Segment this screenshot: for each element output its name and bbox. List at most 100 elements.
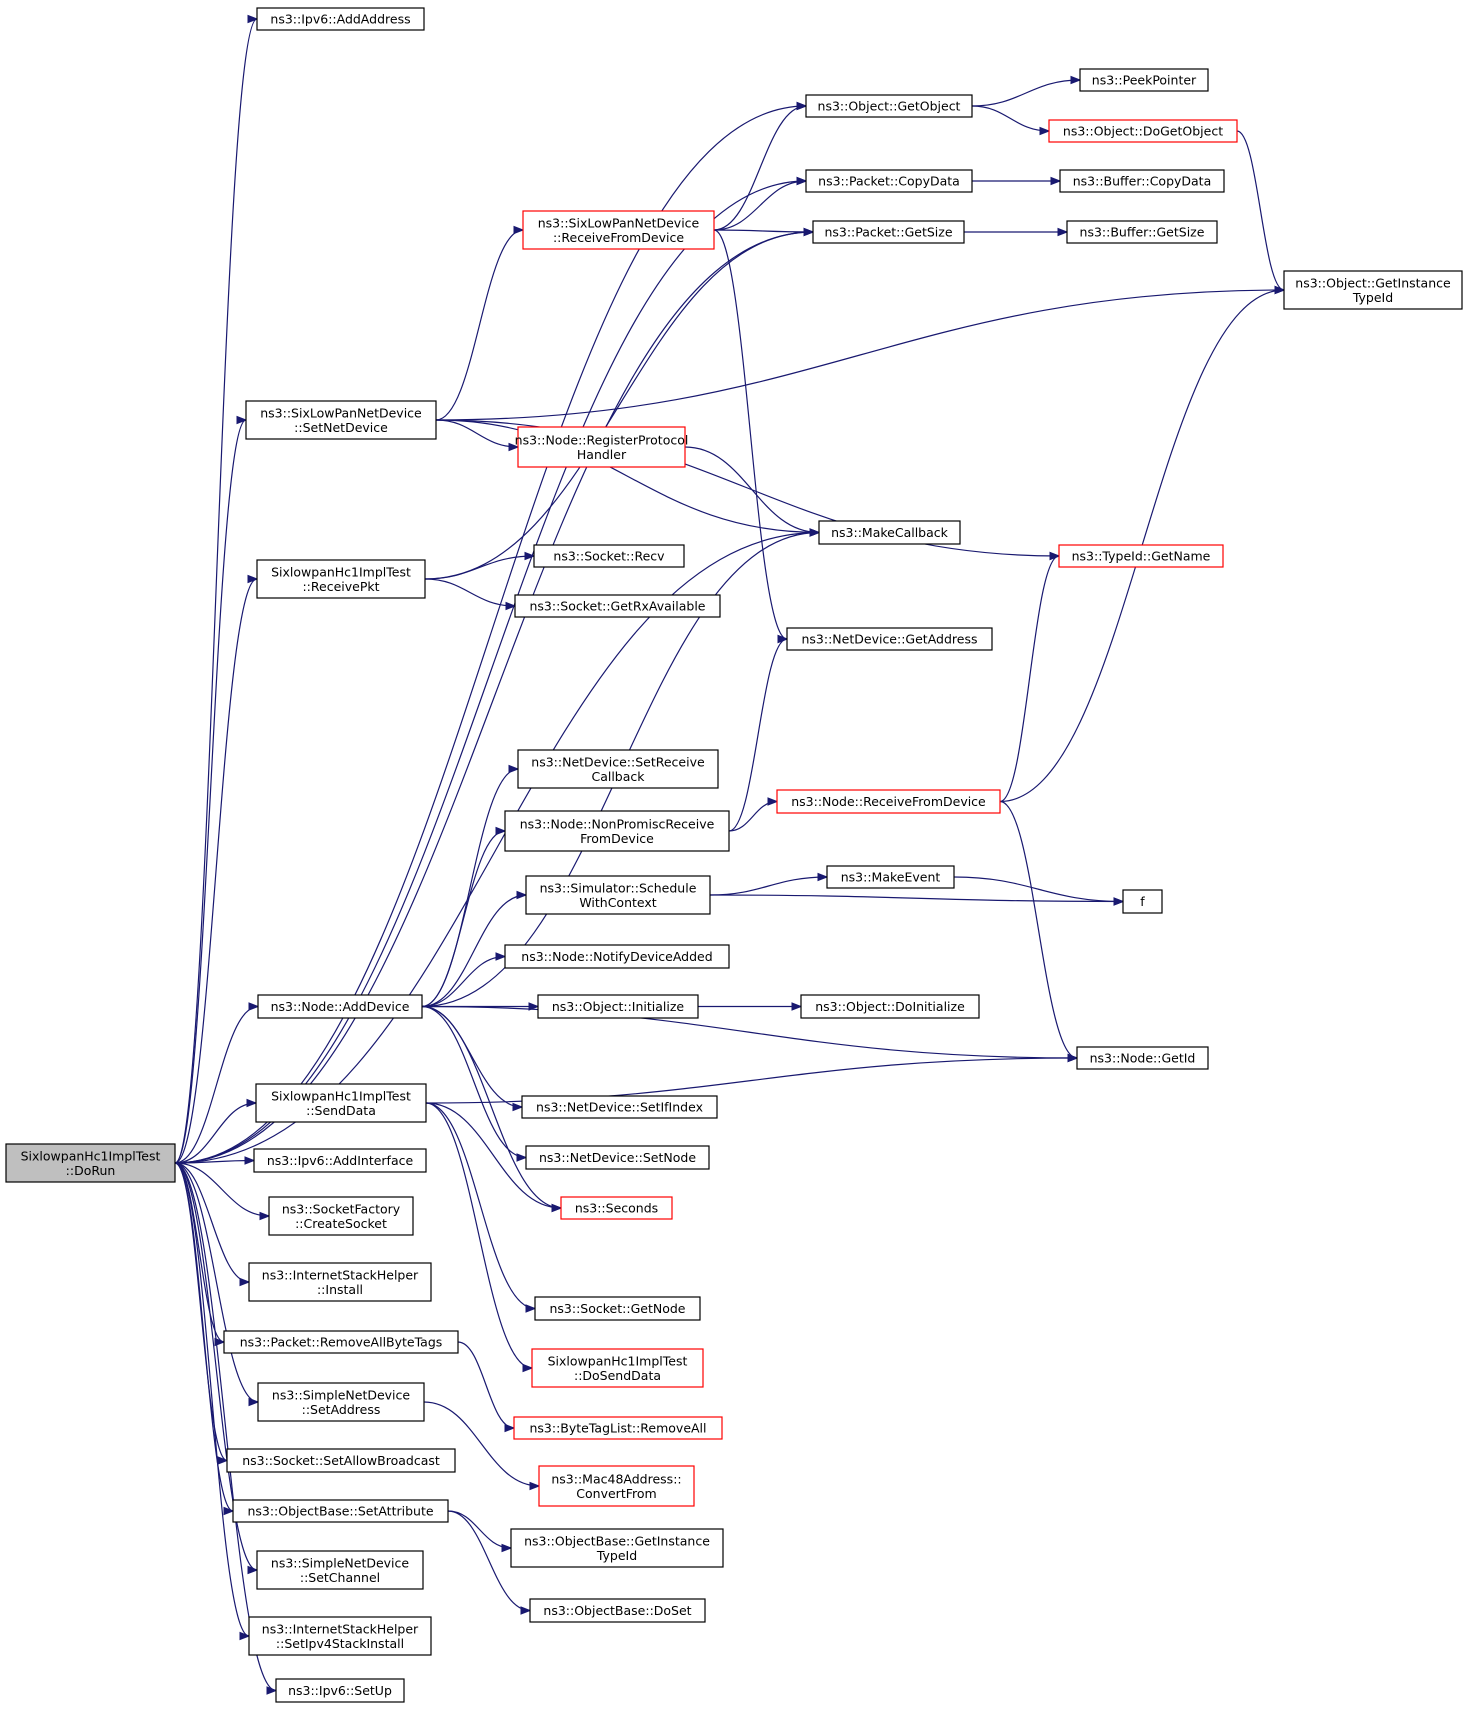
edge-line (435, 419, 519, 448)
node-buffer-getsize[interactable]: ns3::Buffer::GetSize (1066, 220, 1218, 244)
edge-object-initialize-to-object-doinitialize (697, 1002, 803, 1011)
node-receivepkt[interactable]: SixlowpanHc1ImplTest::ReceivePkt (256, 559, 426, 599)
node-simplenetdevice-setaddress[interactable]: ns3::SimpleNetDevice::SetAddress (257, 1382, 425, 1422)
arrowhead (817, 872, 829, 882)
node-peekpointer[interactable]: ns3::PeekPointer (1079, 68, 1209, 92)
edge-line (424, 555, 535, 580)
node-internetstackhelper-setipv4stackinstall[interactable]: ns3::InternetStackHelper::SetIpv4StackIn… (248, 1616, 432, 1656)
node-socketfactory-createsocket[interactable]: ns3::SocketFactory::CreateSocket (268, 1196, 414, 1236)
node-label: SixlowpanHc1ImplTest (21, 1148, 161, 1163)
arrowhead (244, 1156, 256, 1165)
node-box (257, 994, 423, 1019)
node-senddata[interactable]: SixlowpanHc1ImplTest::SendData (255, 1083, 427, 1123)
node-seconds[interactable]: ns3::Seconds (560, 1196, 673, 1220)
node-objectbase-setattribute[interactable]: ns3::ObjectBase::SetAttribute (232, 1499, 449, 1523)
arrowhead (1113, 897, 1125, 906)
node-box (818, 520, 961, 545)
node-node-adddevice[interactable]: ns3::Node::AddDevice (257, 994, 423, 1019)
node-node-getid[interactable]: ns3::Node::GetId (1076, 1046, 1209, 1070)
node-ipv6-addinterface[interactable]: ns3::Ipv6::AddInterface (253, 1148, 427, 1173)
node-object-getobject[interactable]: ns3::Object::GetObject (805, 94, 973, 118)
node-socket-getrxavailable[interactable]: ns3::Socket::GetRxAvailable (514, 594, 721, 618)
arrowhead (520, 1606, 532, 1615)
node-label: ::SetNetDevice (294, 420, 388, 435)
edge-line (435, 229, 524, 421)
arrowhead (522, 1363, 534, 1373)
edge-node-adddevice-to-netdevice-setreceivecallback (421, 764, 520, 1008)
node-label: ns3::Buffer::CopyData (1073, 174, 1212, 189)
node-ipv6-setup[interactable]: ns3::Ipv6::SetUp (275, 1678, 405, 1703)
arrowhead (247, 574, 259, 584)
node-objectbase-doset[interactable]: ns3::ObjectBase::DoSet (529, 1598, 706, 1623)
node-buffer-copydata[interactable]: ns3::Buffer::CopyData (1059, 169, 1225, 193)
arrowhead (495, 826, 507, 836)
node-ipv6-addaddress[interactable]: ns3::Ipv6::AddAddress (256, 7, 425, 31)
node-box (525, 875, 711, 915)
edge-dorun-to-internetstackhelper-install (174, 1162, 251, 1287)
node-label: ::ReceiveFromDevice (553, 230, 684, 245)
edge-sixlowpan-receivefromdevice-to-packet-copydata (713, 176, 808, 231)
node-packet-getsize[interactable]: ns3::Packet::GetSize (812, 220, 965, 244)
node-mac48address-convertfrom[interactable]: ns3::Mac48Address::ConvertFrom (538, 1465, 695, 1507)
node-bytetaglist-removeall[interactable]: ns3::ByteTagList::RemoveAll (513, 1416, 723, 1440)
node-simplenetdevice-setchannel[interactable]: ns3::SimpleNetDevice::SetChannel (256, 1550, 424, 1590)
node-sixlowpan-setnetdevice[interactable]: ns3::SixLowPanNetDevice::SetNetDevice (245, 400, 437, 440)
node-dorun[interactable]: SixlowpanHc1ImplTest::DoRun (5, 1143, 176, 1183)
node-internetstackhelper-install[interactable]: ns3::InternetStackHelper::Install (248, 1262, 432, 1302)
node-socket-recv[interactable]: ns3::Socket::Recv (533, 544, 685, 568)
node-box (1079, 68, 1209, 92)
edge-line (421, 1005, 523, 1108)
node-label: ns3::ByteTagList::RemoveAll (529, 1421, 706, 1436)
node-makecallback[interactable]: ns3::MakeCallback (818, 520, 961, 545)
edge-object-getobject-to-peekpointer (971, 75, 1082, 107)
node-netdevice-setifindex[interactable]: ns3::NetDevice::SetIfIndex (521, 1095, 718, 1119)
edge-line (174, 1162, 258, 1571)
node-object-initialize[interactable]: ns3::Object::Initialize (537, 994, 699, 1019)
node-box (517, 749, 719, 789)
edge-line (174, 1162, 234, 1512)
node-object-dogetobject[interactable]: ns3::Object::DoGetObject (1048, 119, 1238, 143)
arrowhead (777, 634, 789, 644)
node-label: TypeId (596, 1548, 637, 1563)
node-box (510, 1528, 724, 1568)
edge-line (421, 768, 519, 1008)
node-node-notifydeviceadded[interactable]: ns3::Node::NotifyDeviceAdded (504, 944, 730, 969)
node-box (223, 1330, 459, 1354)
node-socket-setallowbroadcast[interactable]: ns3::Socket::SetAllowBroadcast (226, 1448, 456, 1473)
node-dosenddata[interactable]: SixlowpanHc1ImplTest::DoSendData (531, 1348, 704, 1388)
edge-node-adddevice-to-simulator-schedulewithcontext (421, 890, 528, 1008)
edge-dorun-to-senddata (174, 1098, 258, 1164)
node-packet-copydata[interactable]: ns3::Packet::CopyData (805, 169, 973, 193)
node-box (248, 1262, 432, 1302)
arrowhead (513, 225, 525, 235)
node-box (529, 1598, 706, 1623)
node-node-receivefromdevice[interactable]: ns3::Node::ReceiveFromDevice (776, 789, 1001, 814)
node-label: ns3::InternetStackHelper (262, 1267, 419, 1282)
node-socket-getnode[interactable]: ns3::Socket::GetNode (534, 1296, 701, 1321)
edge-sixlowpan-setnetdevice-to-object-getinstancetypeid (435, 285, 1286, 421)
node-label: ConvertFrom (576, 1486, 656, 1501)
node-packet-removeallbytetags[interactable]: ns3::Packet::RemoveAllByteTags (223, 1330, 459, 1354)
node-label: ns3::PeekPointer (1092, 73, 1197, 88)
node-makeevent[interactable]: ns3::MakeEvent (826, 865, 955, 889)
node-label: ns3::Node::GetId (1090, 1051, 1196, 1066)
node-f[interactable]: f (1122, 889, 1163, 914)
node-label: ns3::Seconds (575, 1201, 658, 1216)
node-typeid-getname[interactable]: ns3::TypeId::GetName (1058, 544, 1224, 568)
node-sixlowpan-receivefromdevice[interactable]: ns3::SixLowPanNetDevice::ReceiveFromDevi… (522, 210, 715, 250)
node-netdevice-setnode[interactable]: ns3::NetDevice::SetNode (525, 1145, 710, 1170)
edge-line (684, 446, 820, 534)
node-label: ns3::MakeEvent (841, 870, 941, 885)
edge-objectbase-setattribute-to-objectbase-getinstancetypeid (447, 1510, 513, 1553)
node-object-doinitialize[interactable]: ns3::Object::DoInitialize (800, 994, 980, 1019)
edge-line (174, 1162, 270, 1217)
node-netdevice-getaddress[interactable]: ns3::NetDevice::GetAddress (786, 627, 993, 651)
edge-line (174, 1005, 259, 1164)
